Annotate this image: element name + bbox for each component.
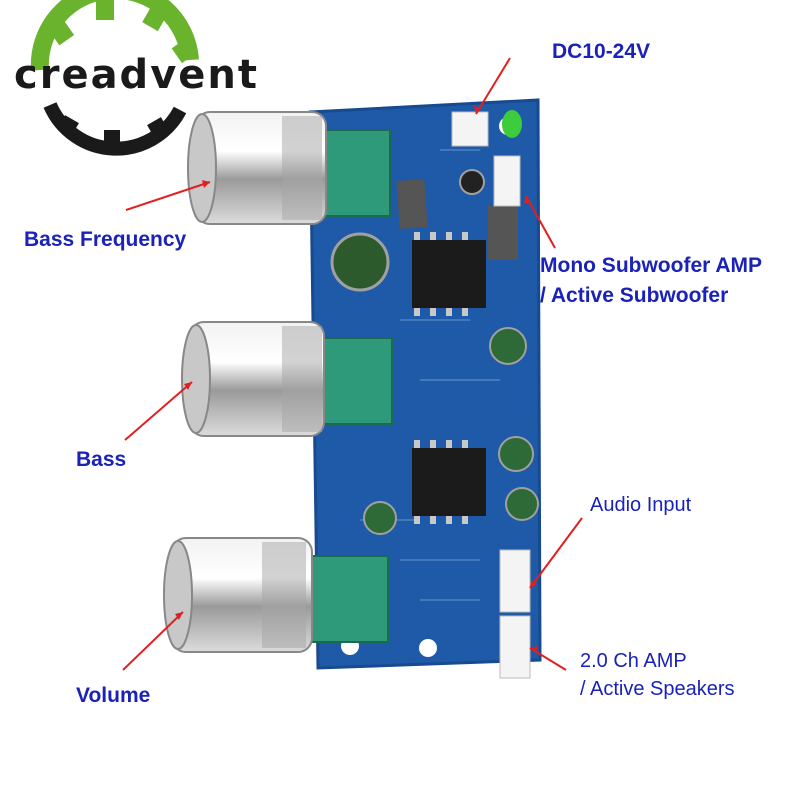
label-bass: Bass: [76, 448, 127, 471]
label-audio-input: Audio Input: [590, 494, 692, 516]
knob-volume[interactable]: [163, 537, 313, 653]
label-mono-subwoofer: Mono Subwoofer AMP: [540, 254, 763, 277]
label-active-speakers: / Active Speakers: [580, 678, 735, 700]
pcb-board: [308, 98, 542, 679]
label-bass-frequency: Bass Frequency: [24, 228, 187, 251]
knob-bass[interactable]: [181, 321, 325, 437]
arrowheads: [175, 106, 538, 653]
gear-icon: [30, 0, 199, 156]
label-2ch-amp: 2.0 Ch AMP: [580, 650, 687, 672]
knob-bass-frequency[interactable]: [187, 111, 327, 225]
label-active-subwoofer: / Active Subwoofer: [540, 284, 729, 307]
label-volume: Volume: [76, 684, 151, 707]
callout-arrows: [122, 57, 583, 671]
brand-logo: creadvent: [14, 52, 259, 98]
label-power: DC10-24V: [552, 40, 651, 63]
